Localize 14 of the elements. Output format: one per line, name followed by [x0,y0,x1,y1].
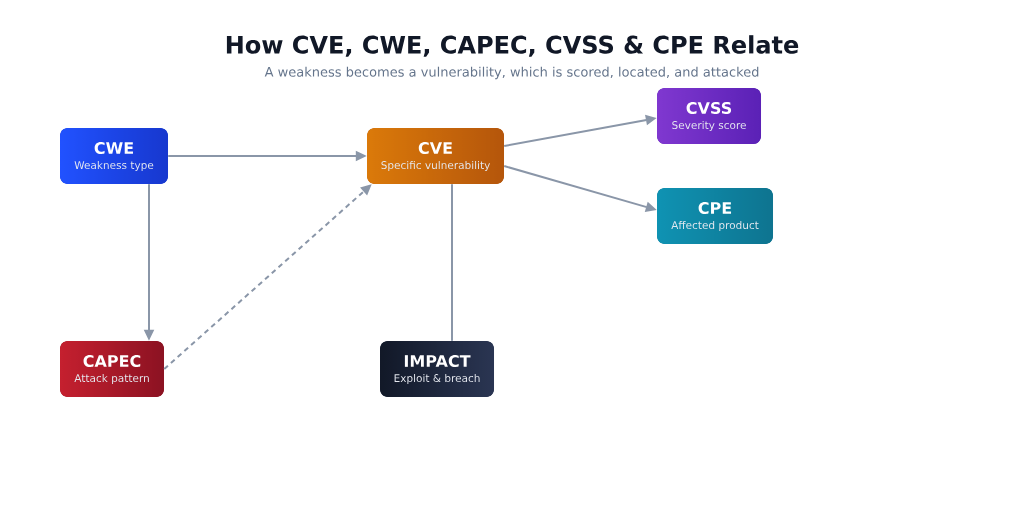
box-title: IMPACT [404,354,471,368]
box-label: Affected product [671,220,759,232]
box-title: CVE [418,141,452,155]
box-label: Severity score [672,120,746,132]
box-title: CWE [94,141,133,155]
connector-line [451,183,453,342]
box-label: Specific vulnerability [381,160,490,172]
box-label: Exploit & breach [394,373,480,385]
box-title: CPE [698,201,732,215]
box-label: Attack pattern [74,373,149,385]
box-title: CVSS [686,101,732,115]
title: How CVE, CWE, CAPEC, CVSS & CPE Relate [226,35,799,57]
box-label: Weakness type [74,160,154,172]
box-title: CAPEC [83,354,141,368]
